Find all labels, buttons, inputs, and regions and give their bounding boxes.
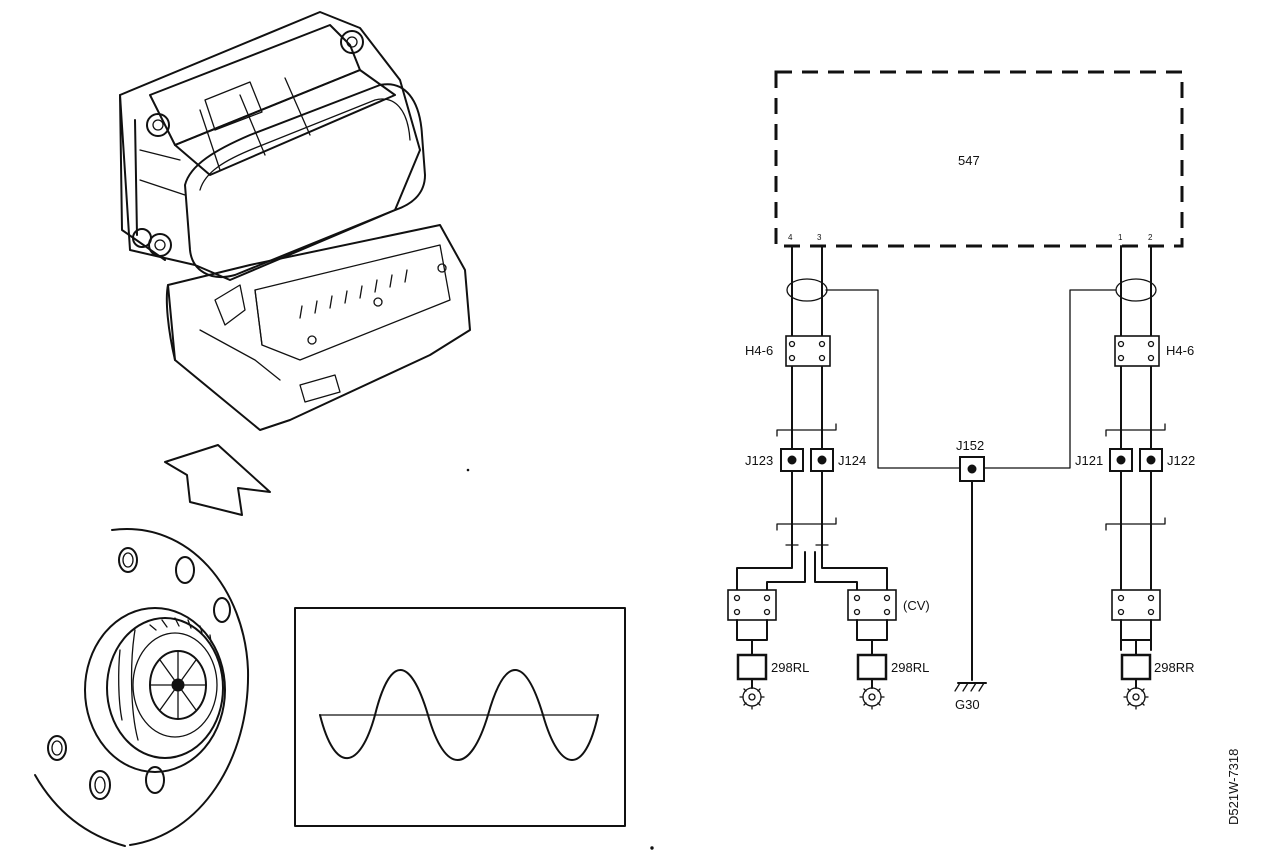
connector-h4-6-right-label: H4-6 xyxy=(1166,343,1194,358)
figure-id: D521W-7318 xyxy=(1226,749,1241,825)
splice-j152-label: J152 xyxy=(956,438,984,453)
connector-h4-6-left-label: H4-6 xyxy=(745,343,773,358)
sensor-waveform-panel xyxy=(294,607,626,827)
connector-h4-6-left: H4-6 xyxy=(745,335,831,367)
pin-label-left-b: 3 xyxy=(817,233,822,242)
left-branch-split xyxy=(736,544,888,591)
left-wire-pair xyxy=(786,245,961,546)
splice-j124-label: J124 xyxy=(838,453,866,468)
sensor-connector-right xyxy=(1111,589,1161,641)
pin-label-right-a: 1 xyxy=(1118,233,1123,242)
sensor-connector-left-1 xyxy=(727,589,777,641)
splice-j152: J152 xyxy=(956,438,985,681)
sensor-left-2-label: 298RL xyxy=(891,660,929,675)
scan-dot xyxy=(650,846,654,850)
up-arrow-icon xyxy=(164,444,271,516)
sensor-left-1-label: 298RL xyxy=(771,660,809,675)
connector-h4-6-right: H4-6 xyxy=(1114,335,1194,367)
control-module-547: 547 4 3 1 2 xyxy=(774,70,1184,248)
sensor-right-label: 298RR xyxy=(1154,660,1194,675)
wheel-speed-sensor-right: 298RR xyxy=(1120,639,1194,710)
hydraulic-control-unit-illustration xyxy=(119,11,471,431)
pin-label-right-b: 2 xyxy=(1148,233,1153,242)
wheel-speed-sensor-left-1: 298RL xyxy=(736,639,809,710)
splice-j123-label: J123 xyxy=(745,453,773,468)
splice-j123: J123 xyxy=(745,448,804,472)
ground-g30: G30 xyxy=(954,682,987,712)
pin-label-left-a: 4 xyxy=(788,233,793,242)
splice-j121-label: J121 xyxy=(1075,453,1103,468)
connector-cv-label: (CV) xyxy=(903,598,930,613)
module-label: 547 xyxy=(958,153,980,168)
splice-j124: J124 xyxy=(810,448,866,472)
ground-g30-label: G30 xyxy=(955,697,980,712)
wheel-speed-sensor-left-2: 298RL xyxy=(856,639,929,710)
scan-dot xyxy=(466,468,470,472)
splice-j122: J122 xyxy=(1139,448,1195,472)
wire-break-marks xyxy=(776,423,1166,531)
wheel-hub-illustration xyxy=(34,528,250,847)
splice-j122-label: J122 xyxy=(1167,453,1195,468)
splice-j121: J121 xyxy=(1075,448,1133,472)
sensor-connector-left-2: (CV) xyxy=(847,589,930,641)
